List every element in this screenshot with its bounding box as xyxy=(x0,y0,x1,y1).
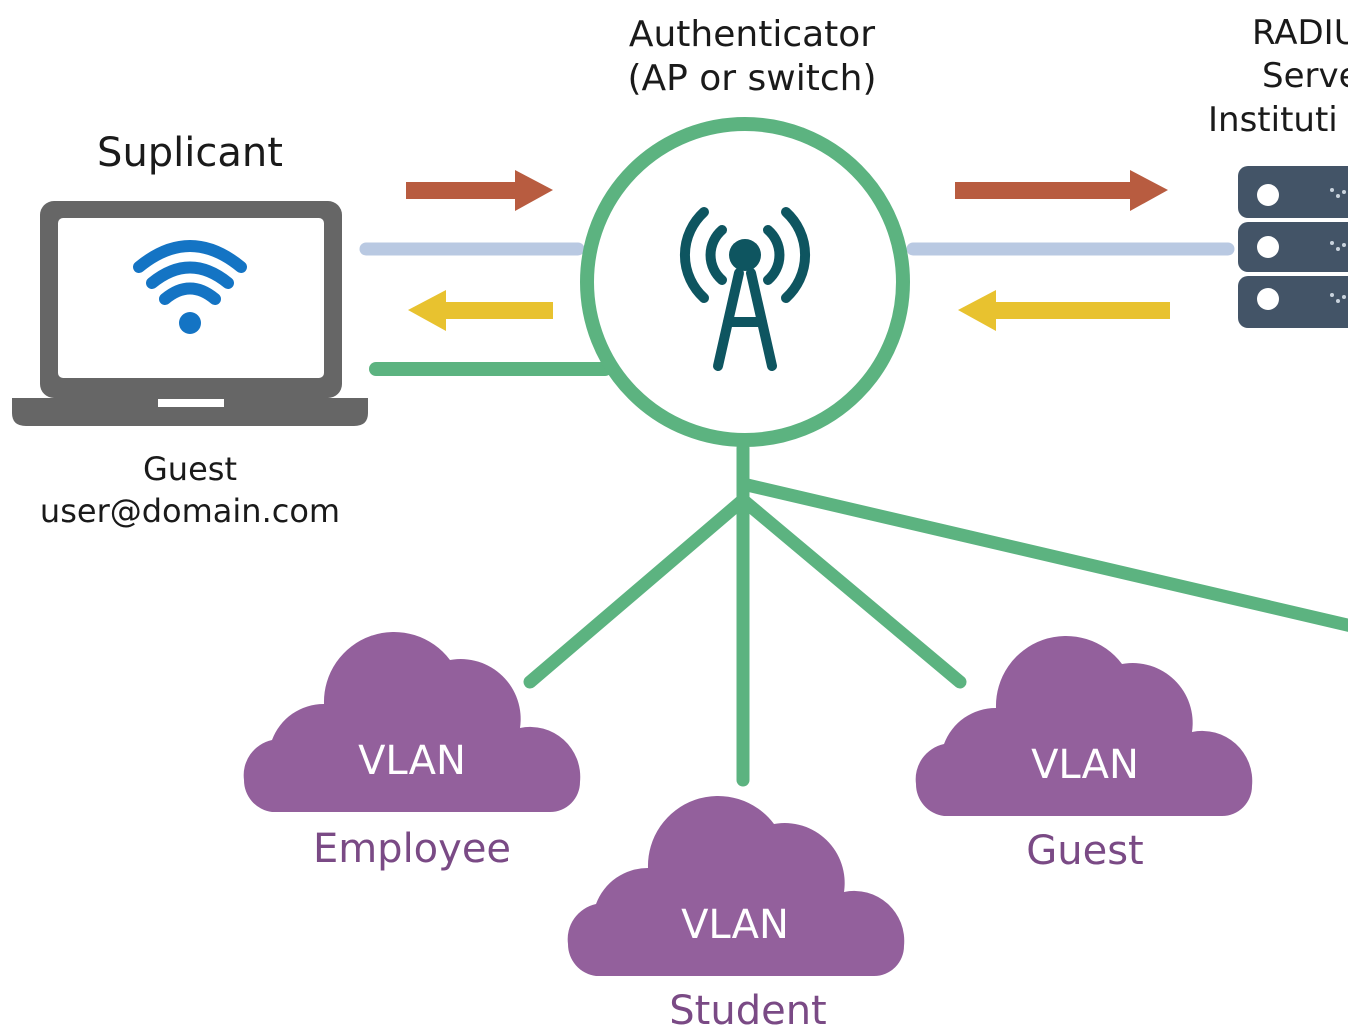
radius-title-line3: Instituti xyxy=(1208,100,1338,140)
supplicant-title: Suplicant xyxy=(97,130,283,176)
connector-employee xyxy=(523,493,750,689)
vlan-student: VLAN Student xyxy=(567,795,905,1030)
vlan-name-employee: Employee xyxy=(313,826,511,872)
response-arrow-right xyxy=(958,290,1170,331)
response-arrow-left xyxy=(408,290,553,331)
authenticator-circle xyxy=(580,117,910,447)
authenticator-subtitle: (AP or switch) xyxy=(627,58,876,99)
vlan-cloud-label: VLAN xyxy=(1031,742,1139,788)
supplicant-identity: user@domain.com xyxy=(40,492,340,530)
supplicant-role: Guest xyxy=(143,450,237,488)
cloud-shape xyxy=(915,635,1253,816)
vlan-name-guest: Guest xyxy=(1026,828,1143,874)
antenna-tower-icon xyxy=(679,207,811,371)
wifi-icon xyxy=(133,240,247,334)
connector-guest xyxy=(736,493,967,689)
vlan-cloud-label: VLAN xyxy=(681,902,789,948)
radius-title-line2: Serve xyxy=(1262,56,1348,96)
authenticator-title: Authenticator xyxy=(629,14,875,55)
laptop-icon xyxy=(12,201,368,426)
vlan-cloud-label: VLAN xyxy=(358,738,466,784)
vlan-employee: VLAN Employee xyxy=(243,631,581,872)
cloud-shape xyxy=(567,795,905,976)
vlan-guest: VLAN Guest xyxy=(915,635,1253,874)
connector-offscreen xyxy=(736,477,1348,632)
cloud-shape xyxy=(243,631,581,812)
server-rack-icon xyxy=(1238,166,1348,328)
vlan-connectors xyxy=(523,441,1348,787)
request-arrow-left xyxy=(406,170,553,211)
vlan-name-student: Student xyxy=(669,988,826,1030)
request-arrow-right xyxy=(955,170,1168,211)
radius-title-line1: RADIU xyxy=(1252,13,1348,53)
